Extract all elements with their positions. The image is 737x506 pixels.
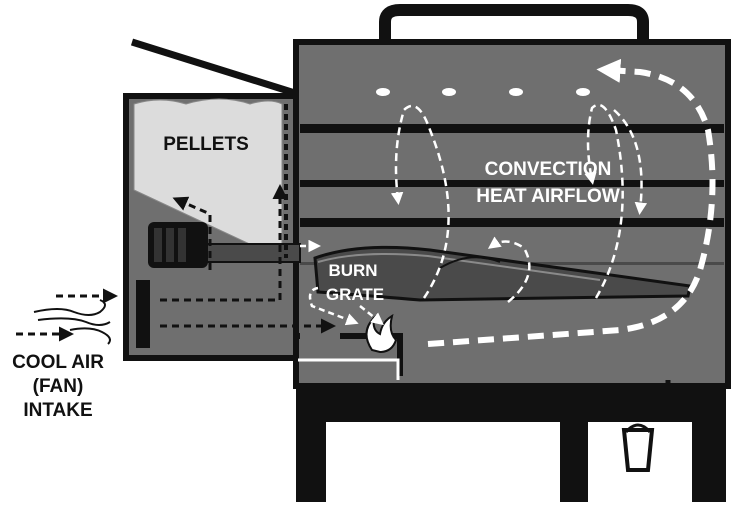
vent-hole — [509, 88, 523, 96]
intake-label-line1: COOL AIR — [12, 352, 104, 373]
convection-label-line2: HEAT AIRFLOW — [476, 186, 620, 207]
fan-airflow — [160, 184, 336, 334]
wind-icon — [33, 299, 111, 345]
intake-label-line3: INTAKE — [23, 400, 92, 421]
intake-label-line2: (FAN) — [33, 376, 84, 397]
lid-handle — [379, 4, 649, 44]
hopper-lid — [130, 38, 300, 98]
vent-hole — [442, 88, 456, 96]
burn-grate-label-line2: GRATE — [326, 285, 384, 304]
convection-label-line1: CONVECTION — [485, 159, 612, 180]
auger-motor-icon — [148, 222, 208, 268]
convection-airflow — [390, 103, 648, 303]
grease-bucket — [621, 380, 671, 472]
burn-grate-arrows — [300, 239, 384, 326]
intake-arrows — [16, 288, 118, 342]
vent-hole — [576, 88, 590, 96]
grill-stand — [296, 382, 726, 502]
pellet-load — [133, 98, 283, 249]
vent-hole — [376, 88, 390, 96]
pellet-hopper — [123, 38, 301, 361]
fan-unit — [136, 280, 150, 348]
pellets-label: PELLETS — [163, 134, 249, 155]
burn-grate-label-line1: BURN — [328, 261, 377, 280]
drip-tray — [313, 245, 692, 302]
